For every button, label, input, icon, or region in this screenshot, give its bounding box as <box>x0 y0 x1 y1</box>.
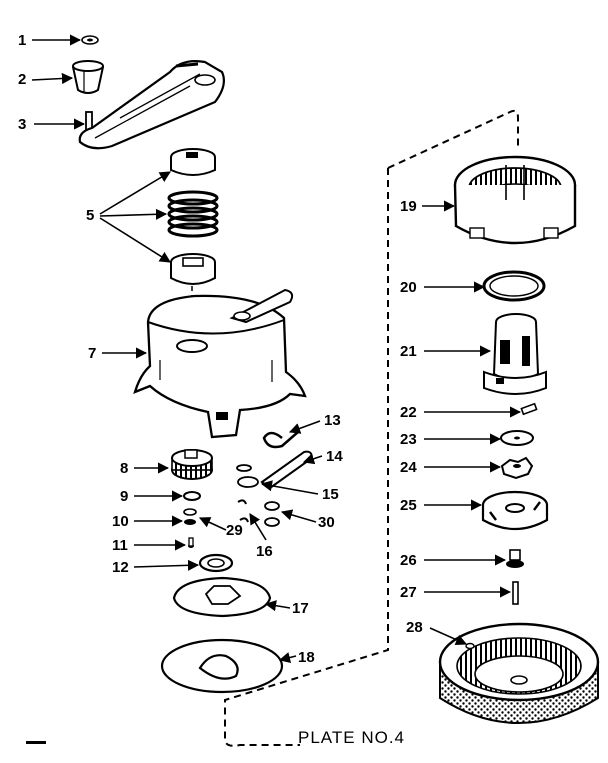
part-24-star-nut <box>500 456 534 480</box>
part-23-washer <box>500 430 534 446</box>
label-15: 15 <box>322 486 339 503</box>
part-20-o-ring <box>482 270 546 302</box>
part-26-screw <box>506 549 524 568</box>
label-28: 28 <box>406 619 423 636</box>
part-17-plate <box>172 576 272 618</box>
label-19: 19 <box>400 198 417 215</box>
part-2-knob <box>71 60 105 94</box>
label-13: 13 <box>324 412 341 429</box>
part-10-washer <box>183 508 197 525</box>
label-3: 3 <box>18 116 27 133</box>
part-25-drum <box>481 490 549 530</box>
plate-title: PLATE NO.4 <box>298 728 405 747</box>
label-27: 27 <box>400 584 417 601</box>
part-19-ring-gear <box>453 155 577 245</box>
label-18: 18 <box>298 649 315 666</box>
label-26: 26 <box>400 552 417 569</box>
label-2: 2 <box>18 71 27 88</box>
label-21: 21 <box>400 343 417 360</box>
label-9: 9 <box>120 488 129 505</box>
label-30: 30 <box>318 514 335 531</box>
part-7-housing <box>133 288 307 439</box>
part-11-screw <box>188 537 194 548</box>
label-22: 22 <box>400 404 417 421</box>
label-20: 20 <box>400 279 417 296</box>
part-1-washer <box>81 35 99 45</box>
label-17: 17 <box>292 600 309 617</box>
part-12-ring <box>198 553 234 573</box>
part-5-spring-assembly <box>167 148 219 285</box>
label-29: 29 <box>226 522 243 539</box>
label-24: 24 <box>400 459 417 476</box>
label-12: 12 <box>112 559 129 576</box>
part-21-cylinder <box>483 313 547 395</box>
part-9-washer <box>183 491 201 501</box>
part-18-disc <box>160 638 284 694</box>
label-11: 11 <box>112 537 128 554</box>
label-10: 10 <box>112 513 129 530</box>
label-16: 16 <box>256 543 273 560</box>
label-14: 14 <box>326 448 343 465</box>
label-25: 25 <box>400 497 417 514</box>
assembly-dashed-line <box>224 109 519 747</box>
label-8: 8 <box>120 460 129 477</box>
part-16-clips <box>237 499 249 523</box>
part-27-pin <box>512 581 519 605</box>
part-22-pin <box>520 402 538 416</box>
part-15-washers <box>236 464 259 488</box>
part-28-knurled-base <box>438 622 600 724</box>
part-30-washers <box>264 501 280 527</box>
part-14-lever <box>260 450 314 490</box>
label-1: 1 <box>18 32 27 49</box>
part-8-gear <box>171 449 213 480</box>
part-3-crank-arm <box>78 60 225 150</box>
label-7: 7 <box>88 345 97 362</box>
part-13-clip <box>262 431 299 449</box>
label-23: 23 <box>400 431 417 448</box>
label-5: 5 <box>86 207 95 224</box>
leader-arrows <box>31 34 522 663</box>
corner-mark <box>26 741 46 744</box>
